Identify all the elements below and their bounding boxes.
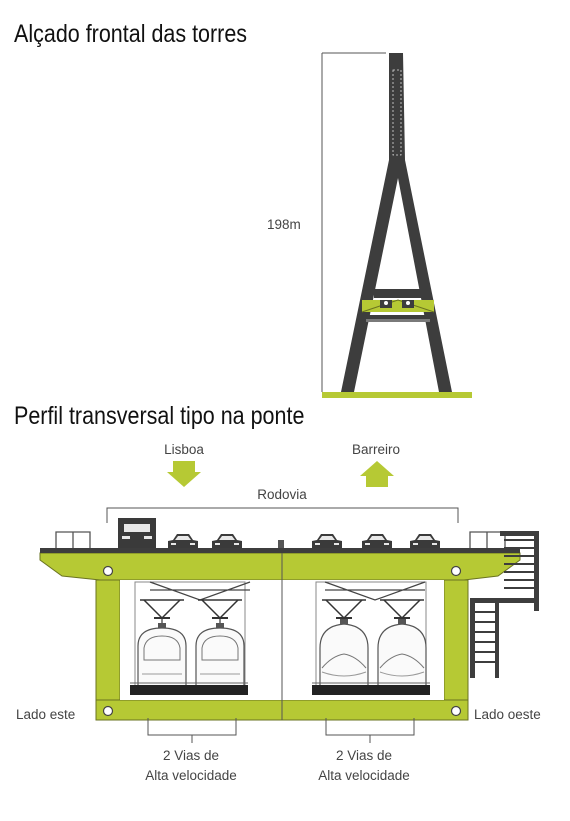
deck-slab xyxy=(39,552,521,581)
cross-section-title: Perfil transversal tipo na ponte xyxy=(14,402,305,430)
tracks-right-line1: 2 Vias de xyxy=(335,748,393,763)
arrow-down-icon xyxy=(167,461,201,487)
tower-deck xyxy=(362,300,434,312)
direction-lisboa-label: Lisboa xyxy=(164,442,204,457)
front-elevation-title: Alçado frontal das torres xyxy=(14,20,248,48)
west-side-label: Lado oeste xyxy=(474,707,541,722)
train-icon xyxy=(137,622,187,687)
tracks-left-line1: 2 Vias de xyxy=(162,748,220,763)
tower-pylon xyxy=(341,53,452,392)
service-stairs xyxy=(470,531,539,678)
car-icon xyxy=(362,534,392,548)
arrow-up-icon xyxy=(360,461,394,487)
car-icon xyxy=(212,534,242,548)
left-web xyxy=(95,579,121,721)
tracks-left-line2: Alta velocidade xyxy=(145,768,237,783)
direction-barreiro-label: Barreiro xyxy=(351,442,401,457)
car-icon xyxy=(410,534,440,548)
tracks-right-line2: Alta velocidade xyxy=(318,768,410,783)
train-icon xyxy=(195,622,245,687)
car-icon xyxy=(168,534,198,548)
ground-line xyxy=(322,392,472,398)
truck-icon xyxy=(118,518,156,548)
tower-height-label: 198m xyxy=(267,217,301,232)
east-side-label: Lado este xyxy=(16,707,76,722)
tower-elevation xyxy=(321,52,472,398)
cross-section xyxy=(39,461,539,743)
car-icon xyxy=(312,534,342,548)
right-web xyxy=(443,579,469,721)
road-label: Rodovia xyxy=(257,487,307,502)
